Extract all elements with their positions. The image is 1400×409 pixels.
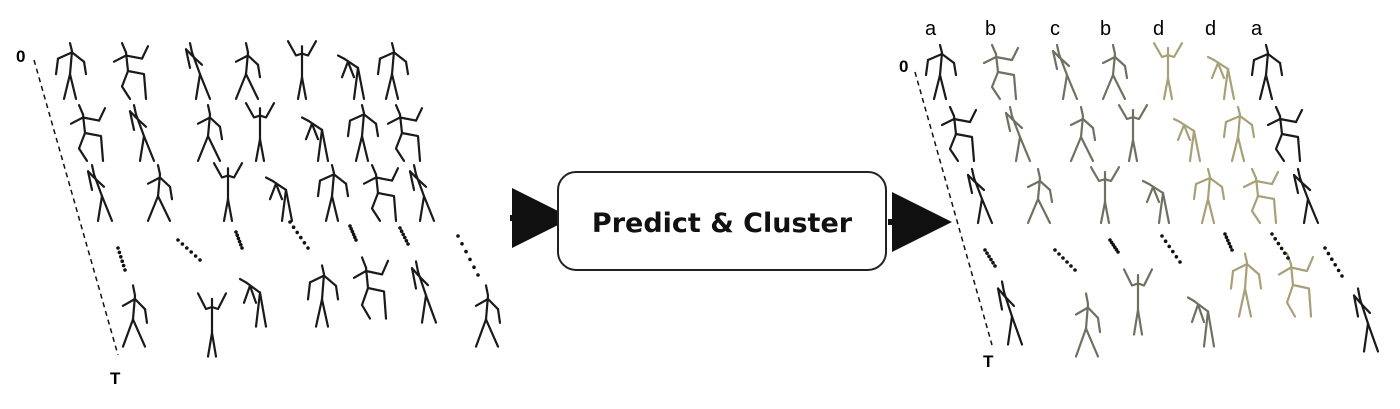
skeleton-figure bbox=[316, 164, 350, 222]
cluster-label: a bbox=[925, 18, 937, 40]
right-time-end-label: T bbox=[983, 352, 994, 371]
skeleton-figure bbox=[196, 103, 224, 162]
ellipsis-dots bbox=[1323, 246, 1344, 278]
skeleton-figure bbox=[408, 164, 436, 222]
skeleton-figure bbox=[1250, 43, 1284, 101]
left-time-end-label: T bbox=[110, 369, 121, 388]
skeleton-figure bbox=[1089, 166, 1121, 225]
cluster-label: c bbox=[1050, 18, 1060, 40]
skeleton-figure bbox=[1292, 167, 1320, 225]
skeleton-figure bbox=[112, 41, 150, 101]
left-time-start-label: 0 bbox=[16, 47, 25, 66]
process-box-frame bbox=[557, 171, 887, 271]
left-panel: 0 T bbox=[16, 40, 502, 388]
skeleton-figure bbox=[1192, 167, 1226, 225]
cluster-label: b bbox=[985, 18, 996, 40]
right-panel: a b c b d d a 0 T bbox=[899, 18, 1380, 371]
skeleton-figure bbox=[86, 164, 114, 222]
skeleton-figure bbox=[184, 41, 212, 101]
skeleton-figure bbox=[1004, 105, 1032, 163]
right-time-axis bbox=[914, 71, 993, 346]
ellipsis-dots bbox=[1108, 238, 1120, 254]
skeleton-figure bbox=[1101, 43, 1129, 101]
skeleton-figure bbox=[1051, 43, 1079, 101]
skeleton-figure bbox=[1074, 292, 1102, 358]
skeleton-figure bbox=[121, 284, 149, 348]
ellipsis-dots bbox=[1223, 232, 1234, 252]
ellipsis-dots bbox=[176, 238, 202, 262]
skeleton-figure bbox=[1069, 105, 1097, 163]
ellipsis-dots bbox=[234, 230, 244, 250]
ellipsis-dots bbox=[288, 220, 310, 250]
skeleton-figure bbox=[376, 41, 410, 101]
skeleton-figure bbox=[352, 256, 390, 320]
cluster-label: a bbox=[1251, 18, 1263, 40]
skeleton-figure bbox=[1026, 167, 1054, 225]
skeleton-figure bbox=[940, 105, 978, 163]
cluster-label: d bbox=[1205, 18, 1216, 40]
skeleton-figure bbox=[1222, 105, 1256, 163]
skeleton-figure bbox=[1229, 252, 1263, 318]
skeleton-figure bbox=[1122, 268, 1154, 336]
left-time-axis bbox=[33, 59, 119, 356]
skeleton-figure bbox=[982, 43, 1020, 101]
skeleton-figure bbox=[1277, 252, 1315, 318]
skeleton-figure bbox=[1172, 117, 1202, 163]
skeleton-figure bbox=[1352, 287, 1380, 353]
ellipsis-dots bbox=[348, 224, 358, 242]
skeleton-figure bbox=[1141, 179, 1171, 225]
ellipsis-dots bbox=[1053, 248, 1077, 272]
skeleton-figure bbox=[212, 162, 244, 222]
cluster-label: d bbox=[1153, 18, 1164, 40]
skeleton-figure bbox=[300, 116, 330, 162]
skeleton-figure bbox=[474, 284, 502, 348]
skeleton-figure bbox=[1206, 55, 1236, 101]
ellipsis-dots bbox=[398, 226, 410, 246]
ellipsis-dots bbox=[1160, 234, 1182, 264]
cluster-label: b bbox=[1100, 18, 1111, 40]
right-skeleton-sequences bbox=[924, 42, 1380, 358]
skeleton-figure bbox=[410, 260, 438, 324]
skeleton-figure bbox=[244, 102, 276, 162]
skeleton-figure bbox=[146, 164, 174, 222]
skeleton-figure bbox=[1186, 296, 1216, 348]
ellipsis-dots bbox=[983, 248, 997, 268]
skeleton-figure bbox=[1117, 104, 1149, 163]
left-skeleton-sequences bbox=[54, 40, 502, 358]
right-time-start-label: 0 bbox=[899, 57, 908, 76]
skeleton-figure bbox=[238, 277, 268, 328]
ellipsis-dots bbox=[1270, 232, 1290, 260]
skeleton-figure bbox=[1152, 42, 1184, 101]
skeleton-figure bbox=[234, 41, 262, 101]
right-ellipsis-dots bbox=[983, 232, 1344, 278]
skeleton-figure bbox=[386, 103, 424, 162]
skeleton-figure bbox=[966, 167, 994, 225]
skeleton-figure bbox=[346, 103, 380, 162]
skeleton-figure bbox=[306, 264, 340, 328]
left-ellipsis-dots bbox=[116, 220, 480, 277]
skeleton-figure bbox=[336, 54, 366, 101]
ellipsis-dots bbox=[456, 234, 480, 277]
skeleton-figure bbox=[69, 103, 107, 162]
skeleton-figure bbox=[996, 280, 1024, 346]
skeleton-figure bbox=[128, 103, 156, 162]
process-box-label: Predict & Cluster bbox=[592, 208, 853, 239]
skeleton-figure bbox=[1266, 105, 1304, 163]
skeleton-figure bbox=[924, 43, 958, 101]
skeleton-figure bbox=[362, 164, 400, 222]
skeleton-figure bbox=[1242, 167, 1280, 225]
ellipsis-dots bbox=[116, 246, 127, 272]
predict-cluster-box: Predict & Cluster bbox=[557, 171, 887, 271]
skeleton-figure bbox=[196, 292, 228, 358]
skeleton-figure bbox=[54, 41, 88, 101]
skeleton-figure bbox=[286, 40, 318, 101]
skeleton-figure bbox=[264, 176, 294, 222]
